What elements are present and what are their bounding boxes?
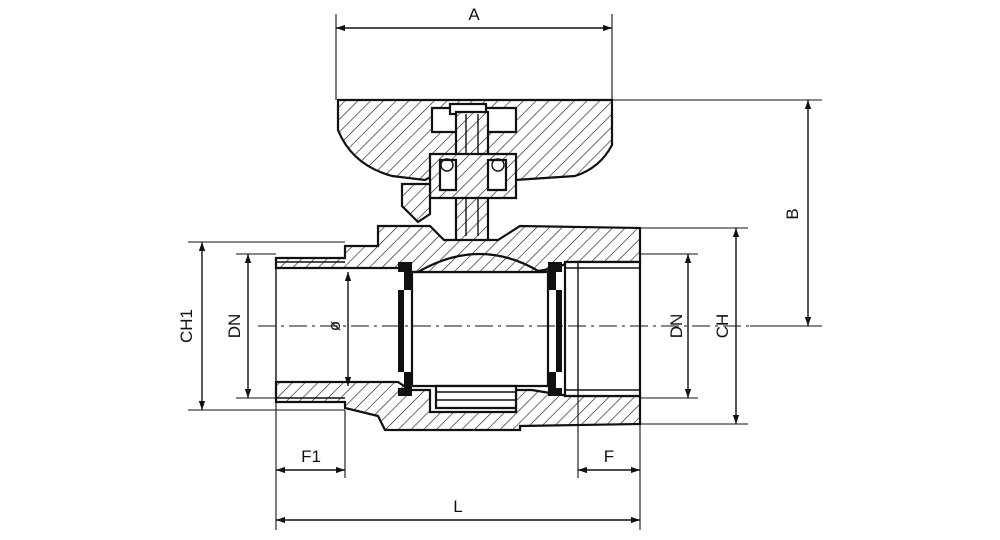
- valve-body: [274, 224, 642, 432]
- label-dn-left: DN: [225, 314, 244, 339]
- label-ch: CH: [713, 314, 732, 339]
- valve-stem: [400, 110, 518, 254]
- label-l: L: [453, 497, 462, 516]
- label-diameter: ø: [325, 321, 344, 331]
- extension-lines: [188, 14, 822, 530]
- label-b: B: [783, 208, 802, 219]
- label-ch1: CH1: [177, 309, 196, 343]
- label-f1: F1: [301, 447, 321, 466]
- label-dn-right: DN: [667, 314, 686, 339]
- label-f: F: [604, 447, 614, 466]
- label-a: A: [468, 5, 480, 24]
